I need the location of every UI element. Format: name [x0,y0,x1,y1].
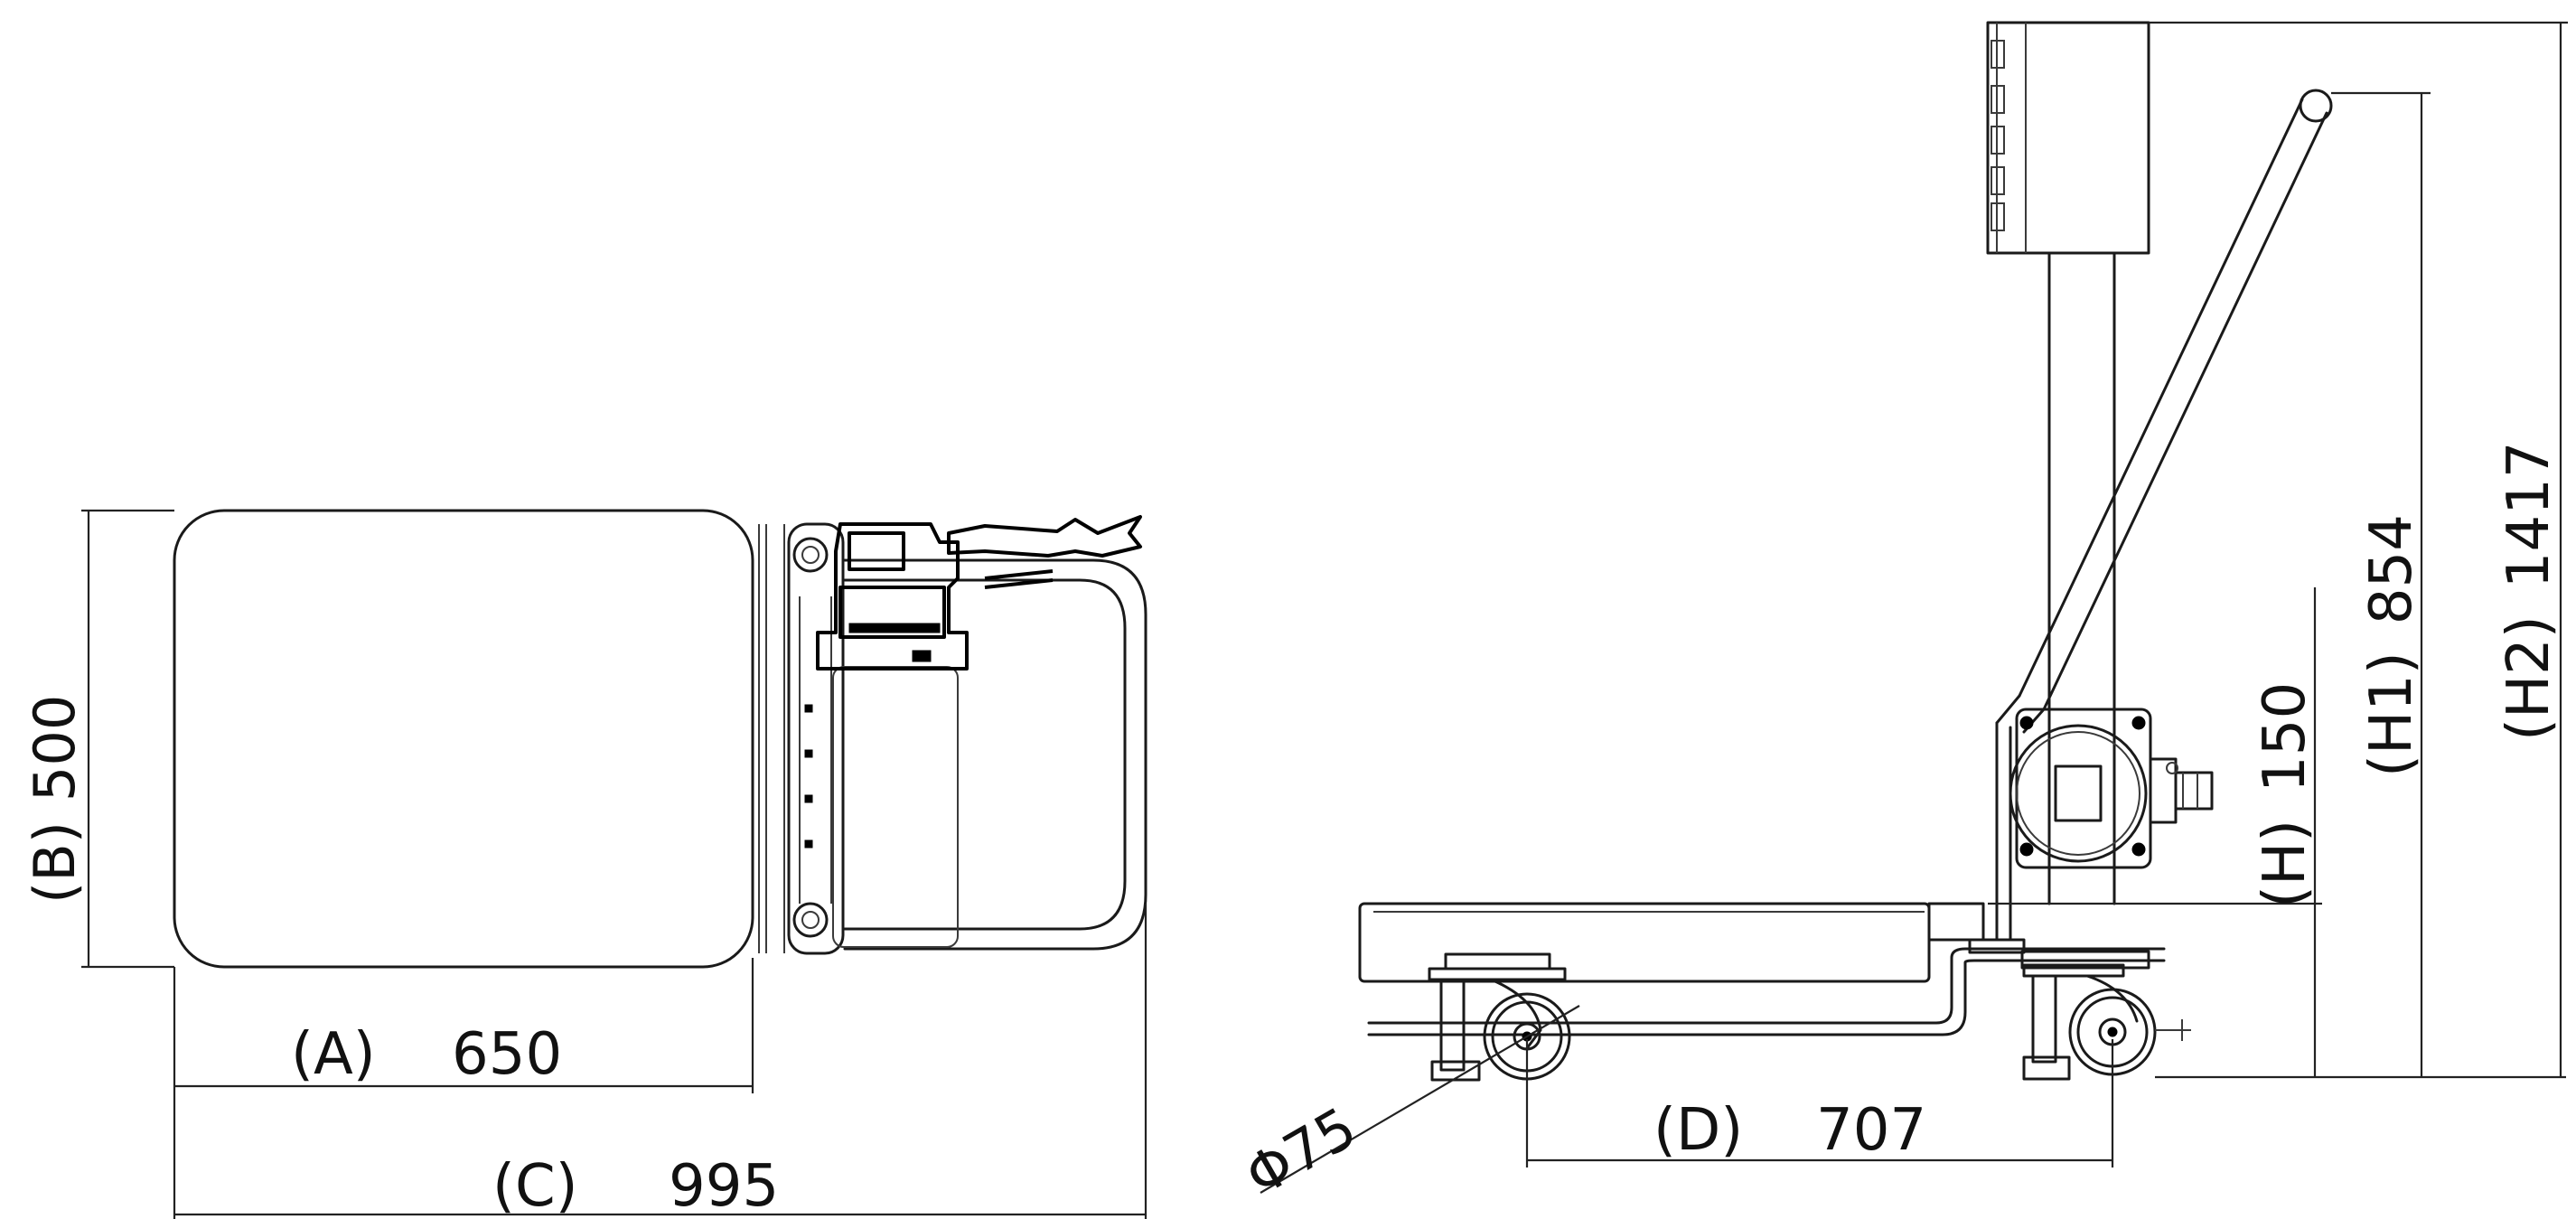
dim-a-value: 650 [452,1021,562,1088]
dim-h2-value: 1417 [2496,441,2562,588]
base-frame [1367,938,2166,1036]
top-view: (B) 500 (A) 650 (C) 995 [22,509,1147,1219]
dim-c-value: 995 [669,1153,779,1219]
svg-text:(H1)854: (H1) 854 [2358,514,2425,777]
dim-c-label: (C) [492,1153,578,1219]
indicator-box [1986,21,2150,255]
frame-bolt-top [792,537,829,573]
column [2047,251,2116,905]
dim-h: (H) 150 [1988,587,2322,1077]
indicator-panel [832,666,959,948]
dim-c: (C) 995 [174,904,1147,1219]
platform-top [173,509,754,969]
front-caster [1428,952,1571,1082]
dim-d-value: 707 [1816,1097,1926,1164]
dim-h2-label: (H2) [2496,615,2562,741]
dim-d-label: (D) [1653,1097,1743,1164]
dim-h-label: (H) [2252,820,2318,908]
dim-h2: (H2) 1417 [2149,21,2568,1077]
svg-text:(H2)1417: (H2) 1417 [2496,441,2562,741]
wheel-diameter-value: Φ75 [1234,1094,1367,1209]
svg-text:(H)150: (H) 150 [2252,682,2318,908]
svg-text:(B)500: (B) 500 [22,695,88,904]
rear-caster [2022,963,2191,1081]
frame-bolt-bottom [792,902,829,938]
dim-d: (D) 707 [1525,1039,2114,1167]
dim-a: (A) 650 [173,958,754,1219]
dim-b-value: 500 [22,695,88,802]
dim-h1: (H1) 854 [2331,91,2431,1077]
dim-b-label: (B) [22,821,88,904]
handle-loop [843,558,1147,951]
indicator-assembly [816,515,1142,670]
dim-b: (B) 500 [22,509,174,969]
dim-h1-value: 854 [2358,514,2425,624]
motor-housing [2009,708,2214,869]
side-view: Φ75 (D) 707 (H) 150 (H1) 854 [1234,21,2568,1209]
dim-h-value: 150 [2252,682,2318,792]
platform-side [1358,902,1985,983]
dim-a-label: (A) [291,1021,376,1088]
frame-strip [758,522,845,955]
dim-h1-label: (H1) [2358,652,2425,777]
handle-bar [1995,89,2333,942]
